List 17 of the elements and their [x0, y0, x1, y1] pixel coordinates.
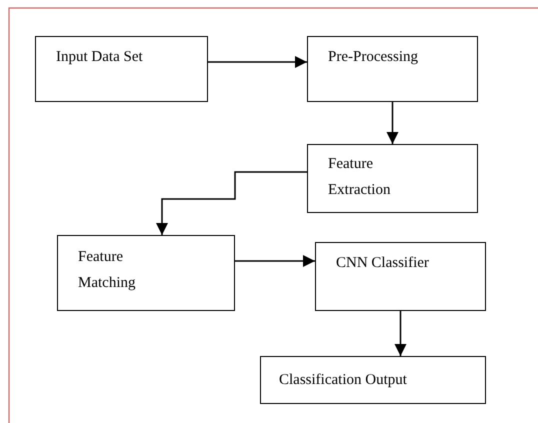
box-label: Feature Matching	[78, 248, 136, 293]
process-box	[35, 36, 208, 102]
process-box	[315, 242, 486, 311]
arrow	[235, 255, 315, 267]
arrow	[208, 56, 307, 68]
arrow	[156, 171, 307, 235]
box-label: Feature Extraction	[328, 155, 392, 200]
box-label: Pre-Processing	[328, 48, 419, 67]
arrow	[394, 311, 406, 356]
box-label: Input Data Set	[56, 48, 144, 67]
arrow	[386, 102, 398, 144]
process-box	[260, 356, 486, 404]
box-label: CNN Classifier	[336, 254, 430, 273]
box-label: Classification Output	[279, 371, 408, 390]
process-box	[307, 36, 478, 102]
process-box	[57, 235, 235, 311]
process-box	[307, 144, 478, 213]
